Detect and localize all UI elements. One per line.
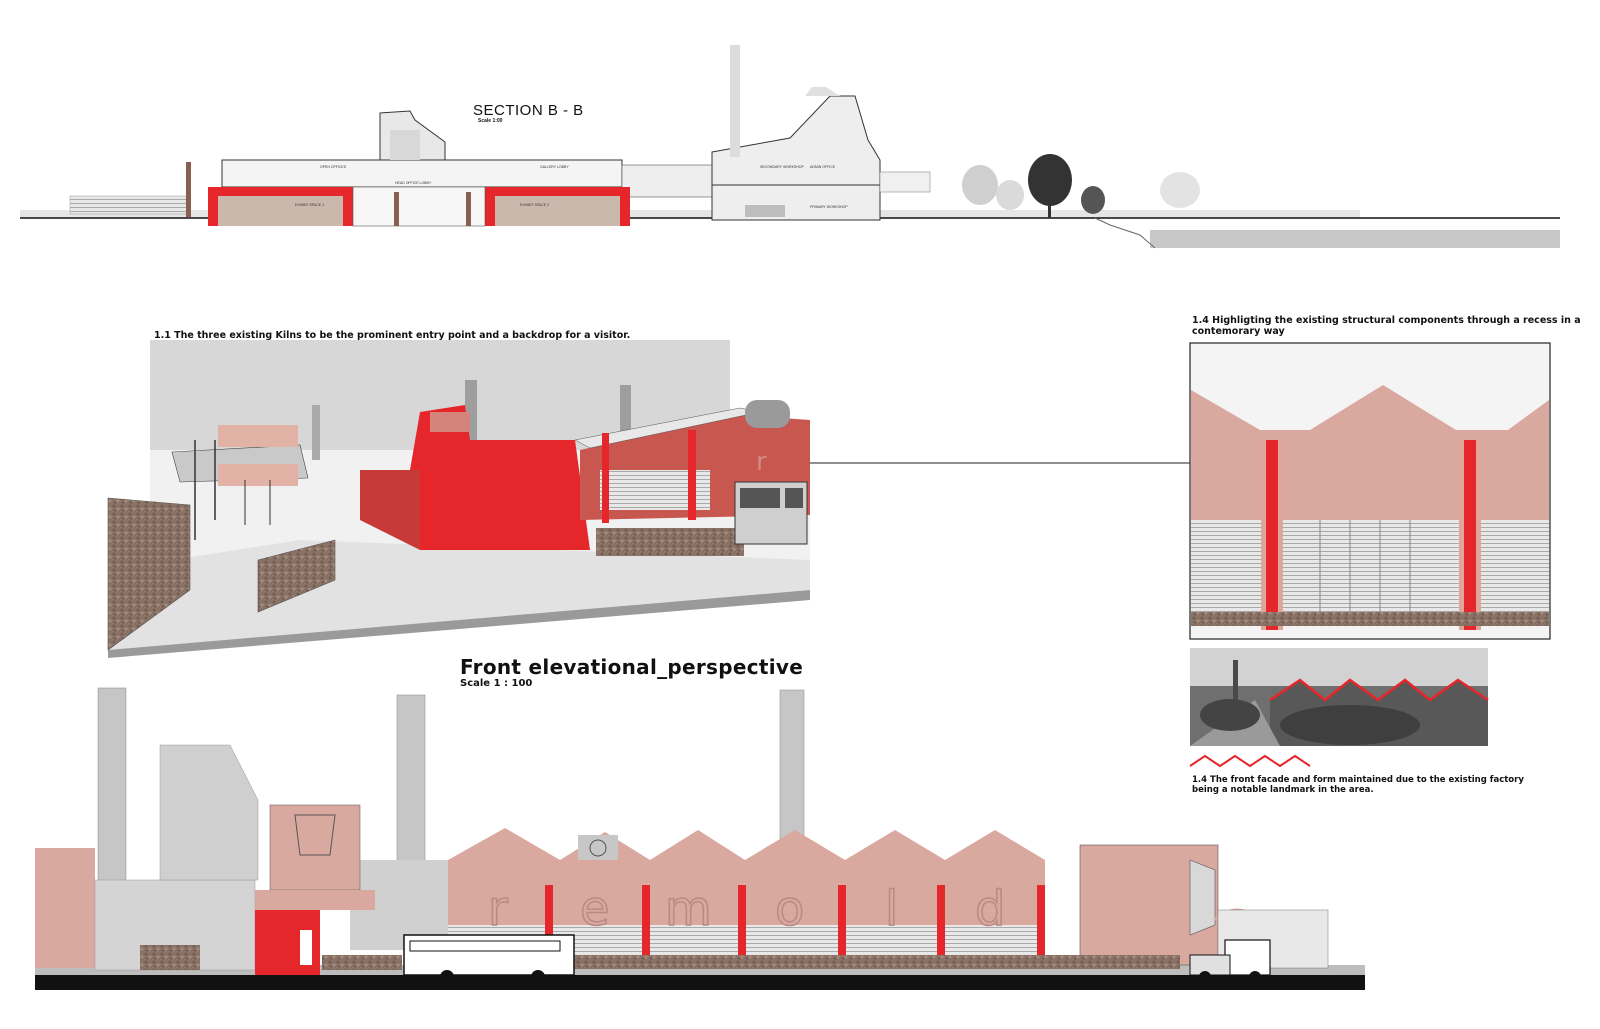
facade-letter: e: [580, 881, 610, 937]
front-elevation-drawing: r e m o l d: [35, 687, 1365, 990]
truck-illustration: [1189, 939, 1271, 983]
room-label: ADMIN OFFICE: [810, 165, 836, 169]
elevation-scale: Scale 1 : 100: [460, 678, 533, 689]
caption-1-4b-line1: 1.4 The front facade and form maintained…: [1192, 775, 1524, 785]
caption-1-4b-line2: being a notable landmark in the area.: [1192, 785, 1374, 795]
elevation-title: Front elevational_perspective: [460, 655, 804, 679]
section-scale: Scale 1:00: [478, 118, 503, 124]
caption-1-4-line2: contemorary way: [1192, 326, 1285, 337]
room-label: PRIMARY WORKSHOP: [810, 205, 848, 209]
facade-letter: r: [488, 881, 508, 937]
caption-1-1: 1.1 The three existing Kilns to be the p…: [154, 330, 631, 341]
room-label: SECONDARY WORKSHOP: [760, 165, 804, 169]
facade-letter: m: [665, 881, 712, 937]
perspective-render-kilns: r: [107, 340, 810, 658]
existing-factory-photo: [1190, 648, 1489, 746]
section-title: SECTION B - B: [473, 102, 584, 119]
facade-letter: l: [885, 881, 898, 937]
room-label: GALLERY LOBBY: [540, 165, 569, 169]
facade-letter: o: [775, 881, 804, 937]
room-label: OPEN OFFICES: [320, 165, 347, 169]
section-b-b-drawing: OPEN OFFICES GALLERY LOBBY HEAD OFFICE L…: [20, 45, 1560, 249]
room-label: EXHIBIT SPACE 2: [520, 203, 549, 207]
detail-elevation-recess: [1189, 342, 1551, 640]
room-label: HEAD OFFICE LOBBY: [395, 181, 432, 185]
svg-text:r: r: [756, 447, 767, 477]
facade-letter: d: [975, 881, 1005, 937]
bus-illustration: [403, 934, 575, 984]
sawtooth-sheds: [448, 828, 1045, 965]
sawtooth-roof-icon: [1189, 754, 1311, 768]
caption-1-4-line1: 1.4 Highligting the existing structural …: [1192, 315, 1581, 326]
room-label: EXHIBIT SPACE 1: [295, 203, 324, 207]
